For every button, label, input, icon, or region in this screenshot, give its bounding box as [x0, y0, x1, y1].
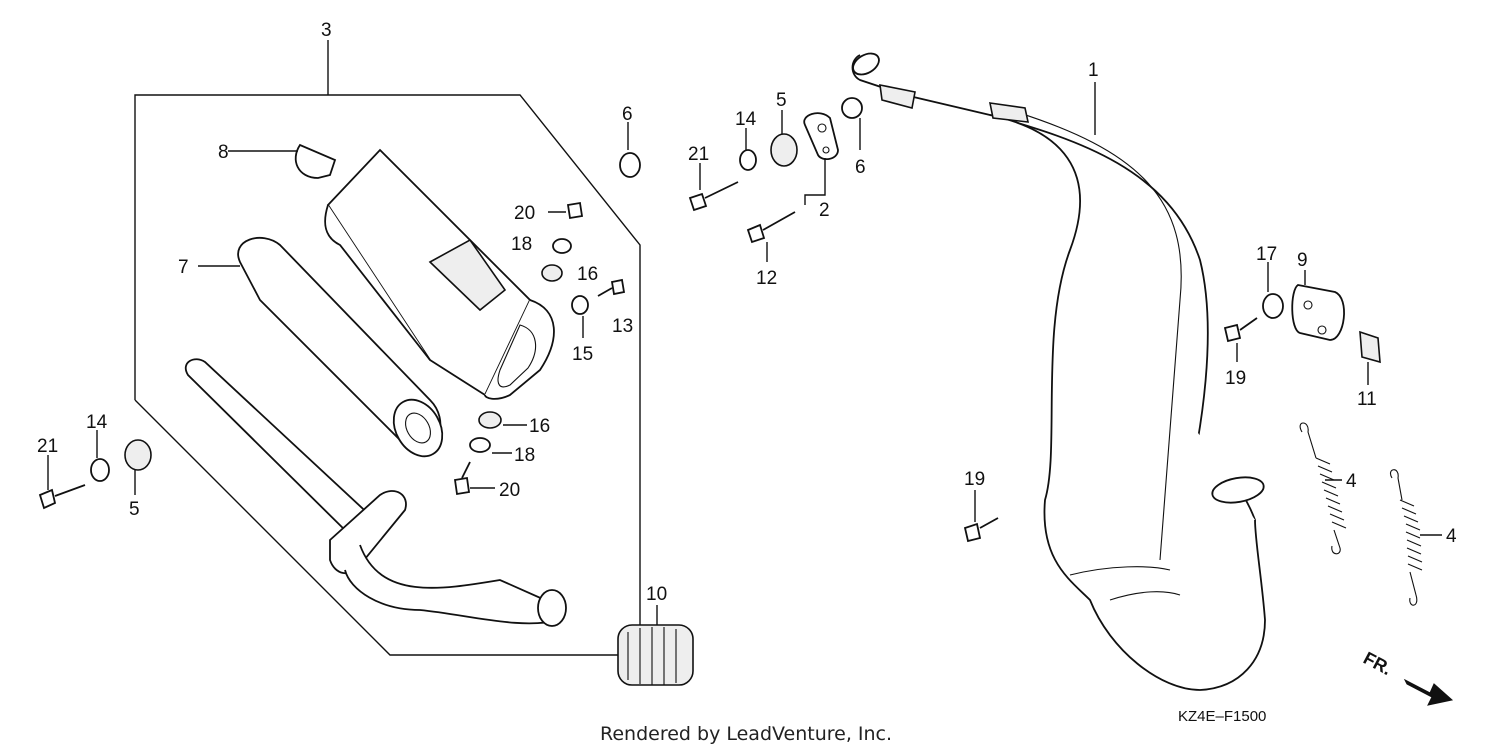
callout-1: 1 — [1088, 60, 1099, 81]
callout-5-top: 5 — [776, 90, 787, 111]
callout-14-left: 14 — [86, 412, 108, 433]
callout-16-bottom: 16 — [529, 416, 550, 437]
callout-18-bottom: 18 — [514, 445, 535, 466]
callout-7: 7 — [178, 257, 189, 278]
front-arrow-icon — [1403, 678, 1454, 706]
washer-18-bottom — [469, 437, 512, 454]
callout-20-top: 20 — [514, 203, 535, 224]
callout-21-left: 21 — [37, 436, 58, 457]
washer-16-bottom — [478, 411, 527, 429]
callout-11: 11 — [1357, 389, 1377, 410]
bolt-19-lower — [963, 490, 999, 543]
bolt-21-left — [38, 455, 86, 510]
collar-6-right — [841, 97, 863, 150]
bracket — [803, 112, 839, 205]
callout-2: 2 — [819, 200, 830, 221]
callout-9: 9 — [1297, 250, 1308, 271]
callout-6-top: 6 — [622, 104, 633, 125]
washer-14-left — [90, 430, 110, 482]
bolt-12 — [746, 211, 796, 262]
callout-20-bottom: 20 — [499, 480, 520, 501]
callout-14-top: 14 — [735, 109, 757, 130]
callout-10: 10 — [646, 584, 667, 605]
bolt-19-upper — [1223, 317, 1258, 362]
inner-pipe — [184, 358, 567, 627]
callout-12: 12 — [756, 268, 777, 289]
washer-15 — [571, 295, 589, 338]
washer-17 — [1262, 262, 1284, 319]
washer-14-top — [739, 128, 757, 171]
callout-13: 13 — [612, 316, 633, 337]
washer-18-top — [552, 238, 572, 254]
callout-6-right: 6 — [855, 157, 866, 178]
callout-16-top: 16 — [577, 264, 598, 285]
spring-2 — [1390, 469, 1442, 606]
callout-17: 17 — [1256, 244, 1277, 265]
muffler-body — [228, 143, 555, 400]
bolt-20-bottom — [453, 461, 495, 496]
rubber-5-left — [124, 439, 152, 495]
rubber-5-top — [770, 110, 798, 167]
spring-1 — [1299, 422, 1347, 555]
bolt-13 — [597, 278, 626, 297]
muffler-packing — [198, 236, 444, 458]
callout-19-lower: 19 — [964, 469, 985, 490]
callout-19-upper: 19 — [1225, 368, 1246, 389]
clip — [1359, 330, 1381, 385]
footer-credit: Rendered by LeadVenture, Inc. — [600, 723, 892, 745]
diagram-code: KZ4E–F1500 — [1178, 708, 1266, 725]
front-label: FR. — [1360, 648, 1395, 679]
collar-6-top — [619, 122, 641, 178]
front-direction-indicator: FR. — [1360, 648, 1454, 706]
bolt-20-top — [548, 201, 584, 220]
rubber-mount — [617, 605, 694, 686]
bolt-21-top — [688, 163, 739, 212]
callout-8: 8 — [218, 142, 229, 163]
muffler-assembly-boundary — [134, 40, 641, 656]
callout-4-upper: 4 — [1346, 471, 1357, 492]
gasket-plate — [1291, 270, 1345, 341]
callout-4-lower: 4 — [1446, 526, 1457, 547]
callout-5-left: 5 — [129, 499, 140, 520]
washer-16-top — [541, 264, 563, 282]
callout-3: 3 — [321, 20, 332, 41]
callout-15: 15 — [572, 344, 593, 365]
callout-21-top: 21 — [688, 144, 709, 165]
callout-18-top: 18 — [511, 234, 532, 255]
callout-labels: 1 2 3 4 4 5 5 6 6 7 8 9 10 11 12 13 14 1… — [37, 20, 1457, 605]
expansion-chamber — [851, 52, 1266, 691]
